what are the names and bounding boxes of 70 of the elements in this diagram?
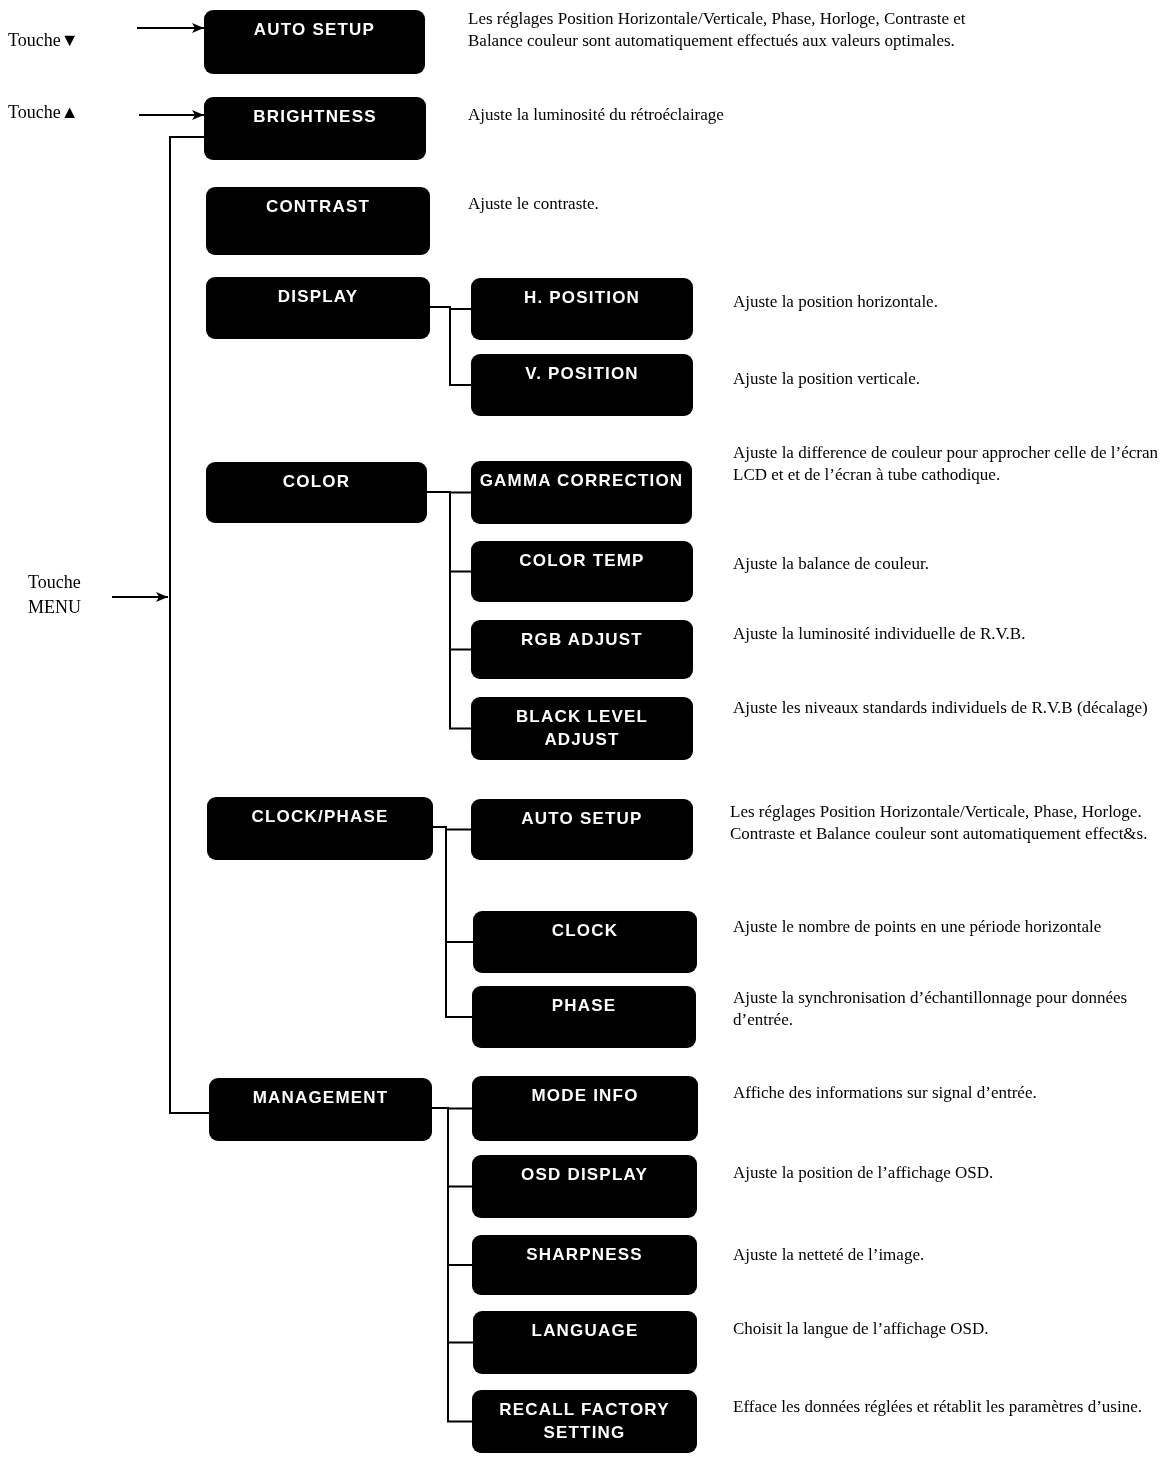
menu-item-label: GAMMA CORRECTION (478, 470, 685, 492)
connector-line (426, 491, 472, 730)
menu-item-label: CONTRAST (264, 196, 371, 218)
description-text: Ajuste la synchronisation d’échantillonnage pour données d’entrée. (733, 987, 1129, 1031)
menu-item-box (471, 278, 693, 340)
button-label: Touche▲ (8, 100, 135, 125)
description-text: Ajuste la position horizontale. (733, 291, 939, 313)
menu-item-box (472, 1390, 697, 1453)
menu-item-label: CLOCK (550, 920, 620, 942)
menu-item-box (206, 462, 427, 523)
description-text: Ajuste le contraste. (468, 193, 600, 215)
connector-line (169, 136, 210, 1114)
menu-item-label: COLOR TEMP (518, 550, 646, 572)
menu-item-box (472, 1235, 697, 1295)
menu-item-label: SHARPNESS (525, 1244, 644, 1266)
connector-line (429, 306, 472, 386)
menu-item-box (472, 986, 696, 1048)
description-text: Choisit la langue de l’affichage OSD. (733, 1318, 990, 1340)
menu-item-box (473, 1311, 697, 1374)
description-text: Ajuste les niveaux standards individuels de R.V.B (décalage) (733, 697, 1149, 719)
menu-item-box (206, 277, 430, 339)
menu-item-label: RECALL FACTORY SETTING (498, 1399, 671, 1444)
menu-item-label: PHASE (550, 995, 618, 1017)
menu-item-label: DISPLAY (276, 286, 360, 308)
description-text: Affiche des informations sur signal d’entrée. (733, 1082, 1038, 1104)
menu-item-label: AUTO SETUP (520, 808, 644, 830)
menu-item-label: MANAGEMENT (251, 1087, 390, 1109)
description-text: Ajuste la difference de couleur pour approcher celle de l’écran LCD et et de l’écran à tube cathodique. (733, 442, 1159, 486)
menu-item-label: H. POSITION (522, 287, 642, 309)
menu-item-box (473, 911, 697, 973)
menu-item-box (471, 541, 693, 602)
arrow (111, 592, 169, 602)
connector-line (431, 1107, 473, 1423)
menu-item-box (471, 697, 693, 760)
description-text: Ajuste la luminosité individuelle de R.V.B. (733, 623, 1027, 645)
menu-item-box (472, 1155, 697, 1218)
menu-item-label: AUTO SETUP (252, 19, 377, 41)
menu-item-label: MODE INFO (530, 1085, 640, 1107)
button-label: Touche▼ (8, 28, 133, 53)
menu-item-box (471, 461, 692, 524)
description-text: Ajuste la position de l’affichage OSD. (733, 1162, 995, 1184)
menu-item-label: OSD DISPLAY (520, 1164, 649, 1186)
menu-item-label: RGB ADJUST (520, 629, 644, 651)
menu-item-label: BLACK LEVEL ADJUST (514, 706, 650, 751)
description-text: Ajuste le nombre de points en une période horizontale (733, 916, 1103, 938)
description-text: Ajuste la position verticale. (733, 368, 921, 390)
description-text: Les réglages Position Horizontale/Verticale, Phase, Horloge, Contraste et Balance couleur sont automatiquement effectués aux valeurs optimales. (468, 8, 967, 52)
connector-line (432, 826, 473, 1018)
arrow (138, 110, 205, 120)
description-text: Ajuste la netteté de l’image. (733, 1244, 926, 1266)
menu-item-box (472, 1076, 698, 1141)
menu-item-label: CLOCK/PHASE (250, 806, 390, 828)
menu-item-label: LANGUAGE (530, 1320, 640, 1342)
description-text: Ajuste la balance de couleur. (733, 553, 930, 575)
button-label: Touche MENU (28, 570, 108, 620)
menu-item-label: V. POSITION (524, 363, 640, 385)
menu-item-box (204, 10, 425, 74)
menu-item-box (206, 187, 430, 255)
menu-item-box (204, 97, 426, 160)
menu-item-box (209, 1078, 432, 1141)
description-text: Efface les données réglées et rétablit les paramètres d’usine. (733, 1396, 1143, 1418)
menu-item-box (471, 799, 693, 860)
arrow (136, 23, 205, 33)
menu-item-box (471, 620, 693, 679)
description-text: Ajuste la luminosité du rétroéclairage (468, 104, 725, 126)
description-text: Les réglages Position Horizontale/Verticale, Phase, Horloge. Contraste et Balance couleur sont automatiquement effect&s. (730, 801, 1149, 845)
menu-item-box (471, 354, 693, 416)
menu-item-box (207, 797, 433, 860)
menu-item-label: COLOR (281, 471, 352, 493)
menu-item-label: BRIGHTNESS (252, 106, 378, 128)
